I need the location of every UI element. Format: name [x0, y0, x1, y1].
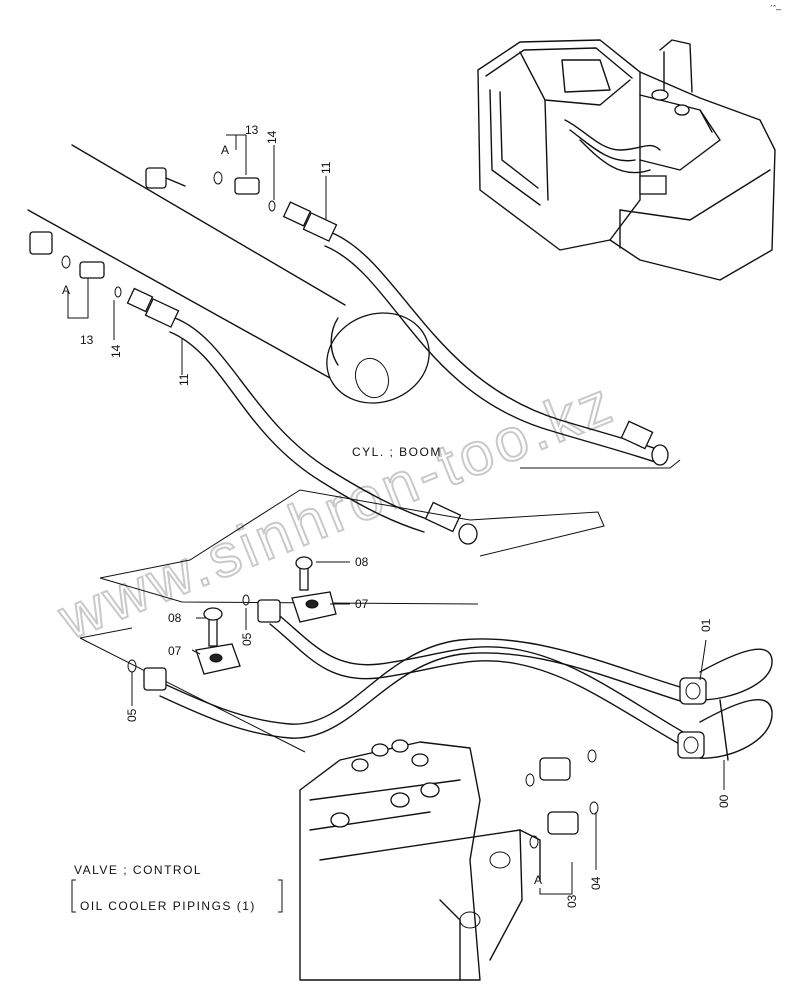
- hose-11-top: [282, 201, 669, 466]
- title-bracket-left: [71, 879, 76, 913]
- label-14-top: 14: [265, 130, 279, 144]
- label-cyl-boom: CYL. ; BOOM: [352, 445, 442, 459]
- label-13-left: 13: [80, 333, 94, 347]
- label-05-mid: 05: [240, 632, 254, 646]
- label-05-left: 05: [125, 708, 139, 722]
- oil-cooler-pipes: [159, 611, 773, 761]
- hose-11-left: [126, 287, 478, 545]
- label-07-left: 07: [168, 644, 182, 658]
- excavator-upper-structure-illustration: [477, 39, 776, 281]
- watermark-text: www.sinhron-too.kz: [49, 368, 624, 652]
- label-00: 00: [717, 794, 731, 808]
- clamp-07-and-bolt-08-left: [195, 607, 241, 675]
- label-14-left: 14: [109, 344, 123, 358]
- label-11-top: 11: [319, 161, 333, 174]
- control-valve: [299, 739, 541, 981]
- label-a-left: A: [62, 283, 70, 297]
- label-valve-control: VALVE ; CONTROL: [74, 863, 202, 877]
- label-03: 03: [565, 894, 579, 908]
- label-a-top: A: [221, 143, 229, 157]
- reference-outline: [79, 459, 681, 753]
- valve-port-fittings: [525, 749, 599, 849]
- corner-mark: ´ˆ‒: [770, 4, 781, 14]
- label-08-right: 08: [355, 555, 369, 569]
- boom-cylinder: [27, 144, 430, 404]
- label-07-right: 07: [355, 597, 369, 611]
- label-a-bottom: A: [534, 873, 542, 887]
- title-bracket-right: [278, 879, 283, 913]
- label-08-left: 08: [168, 611, 182, 625]
- label-11-left: 11: [177, 373, 191, 386]
- label-13-top: 13: [245, 123, 259, 137]
- label-04: 04: [589, 876, 603, 890]
- leader-lines: [67, 134, 725, 895]
- label-01: 01: [699, 618, 713, 632]
- cylinder-port-fittings: [29, 167, 276, 298]
- pipe-end-fittings: [127, 594, 281, 691]
- clamp-07-and-bolt-08-right: [291, 556, 337, 623]
- diagram-title: OIL COOLER PIPINGS (1): [80, 899, 256, 913]
